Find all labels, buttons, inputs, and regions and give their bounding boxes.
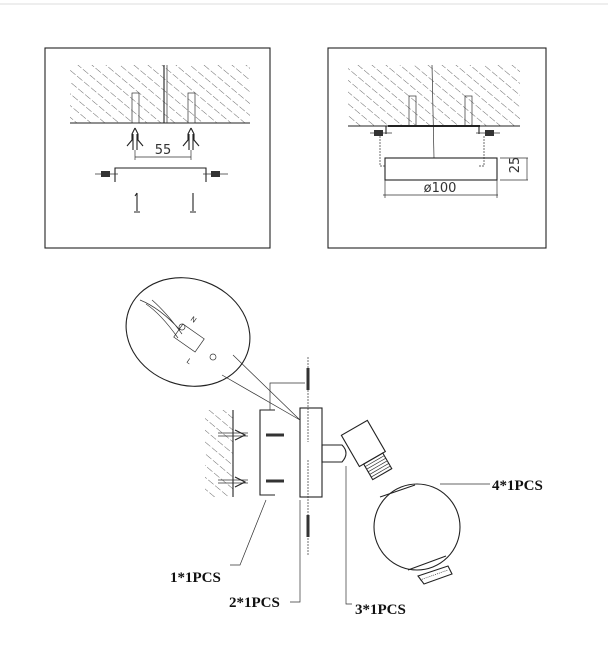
globe-cap — [417, 565, 453, 585]
wall-plate — [299, 407, 323, 498]
wiring-detail-callout: N L — [125, 277, 301, 421]
terminal-block-icon — [173, 323, 205, 353]
drill-hole — [131, 92, 140, 124]
assembly-diagram: N L 1*1PCS 2*1PCS — [125, 277, 543, 618]
drill-hole — [187, 92, 196, 124]
wall-hatch — [348, 65, 520, 126]
part-label-3: 3*1PCS — [355, 602, 406, 618]
height-dimension: 25 — [508, 157, 523, 174]
part-label-2: 2*1PCS — [229, 595, 280, 611]
lamp-socket — [340, 419, 393, 481]
mounting-bracket — [259, 409, 275, 496]
part-label-4: 4*1PCS — [492, 478, 543, 494]
part-label-1: 1*1PCS — [170, 570, 221, 586]
terminal-n-label: N — [189, 315, 198, 325]
screw-icon — [134, 192, 196, 213]
diameter-dimension: ø100 — [424, 181, 457, 196]
wall-hatch — [70, 65, 250, 123]
screw-icon — [95, 171, 228, 177]
fixture-size-panel: ø100 25 — [327, 47, 547, 249]
mounting-bracket — [114, 167, 207, 182]
screw-icon — [266, 357, 310, 555]
wall-spacing-panel: 55 — [44, 47, 271, 249]
terminal-l-label: L — [185, 357, 193, 366]
fixture-plate — [384, 157, 498, 181]
screw-icon — [370, 130, 500, 136]
wall-anchor-icon — [126, 127, 200, 150]
spacing-dimension: 55 — [155, 143, 172, 158]
glass-globe — [373, 483, 461, 571]
arm-joint — [321, 444, 347, 463]
wall-hatch — [205, 410, 233, 497]
wall-anchor-icon — [218, 429, 248, 488]
